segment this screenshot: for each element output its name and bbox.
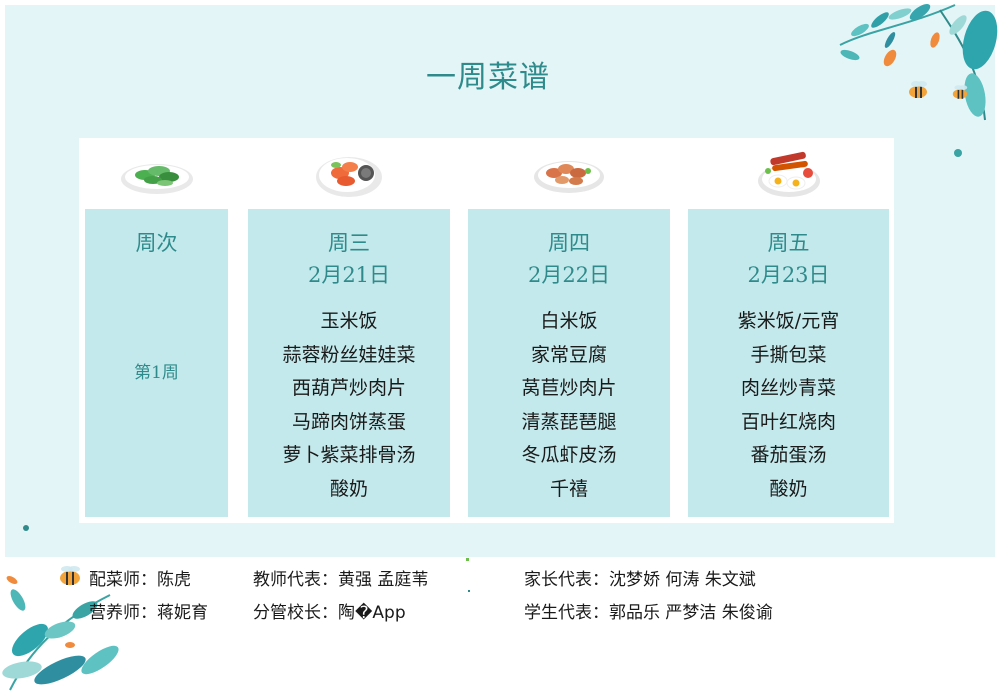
menu-item: 莴苣炒肉片 bbox=[521, 377, 617, 400]
menu-list: 玉米饭 蒜蓉粉丝娃娃菜 西葫芦炒肉片 马蹄肉饼蒸蛋 萝卜紫菜排骨汤 酸奶 bbox=[248, 305, 450, 507]
leaf-decoration-bottom-left bbox=[2, 525, 119, 691]
week-label: 周次 bbox=[135, 231, 178, 255]
menu-item: 番茄蛋汤 bbox=[750, 444, 827, 467]
dish-image-edamame bbox=[85, 138, 228, 208]
day-date: 2月21日 bbox=[307, 263, 391, 287]
dish-image-sausage bbox=[468, 138, 670, 208]
menu-item: 清蒸琵琶腿 bbox=[521, 410, 617, 433]
day-name: 周三 bbox=[328, 231, 370, 255]
footer-nutritionist: 营养师：蒋妮育 bbox=[89, 603, 208, 623]
footer-chef: 配菜师：陈虎 bbox=[89, 570, 191, 590]
day-column-wednesday: 周三 2月21日 玉米饭 蒜蓉粉丝娃娃菜 西葫芦炒肉片 马蹄肉饼蒸蛋 萝卜紫菜排… bbox=[248, 138, 450, 523]
menu-cell-thursday: 周四 2月22日 白米饭 家常豆腐 莴苣炒肉片 清蒸琵琶腿 冬瓜虾皮汤 千禧 bbox=[468, 209, 670, 517]
menu-cell-wednesday: 周三 2月21日 玉米饭 蒜蓉粉丝娃娃菜 西葫芦炒肉片 马蹄肉饼蒸蛋 萝卜紫菜排… bbox=[248, 209, 450, 517]
dish-image-shrimp bbox=[248, 138, 450, 208]
menu-item: 白米饭 bbox=[540, 310, 598, 332]
day-column-friday: 周五 2月23日 紫米饭/元宵 手撕包菜 肉丝炒青菜 百叶红烧肉 番茄蛋汤 酸奶 bbox=[688, 138, 889, 523]
menu-item: 手撕包菜 bbox=[750, 343, 827, 366]
footer-principal: 分管校长：陶�App bbox=[253, 603, 406, 623]
header-column: 周次 第1周 bbox=[85, 138, 228, 523]
menu-item: 百叶红烧肉 bbox=[740, 410, 836, 433]
menu-item: 家常豆腐 bbox=[530, 343, 607, 366]
day-date: 2月23日 bbox=[747, 263, 830, 287]
day-name: 周四 bbox=[548, 231, 590, 255]
menu-item: 酸奶 bbox=[769, 477, 808, 500]
tiny-dot bbox=[468, 590, 470, 592]
menu-item: 萝卜紫菜排骨汤 bbox=[282, 444, 416, 467]
menu-cell-friday: 周五 2月23日 紫米饭/元宵 手撕包菜 肉丝炒青菜 百叶红烧肉 番茄蛋汤 酸奶 bbox=[688, 209, 889, 517]
menu-item: 马蹄肉饼蒸蛋 bbox=[291, 410, 406, 433]
footer-teacher-rep: 教师代表：黄强 孟庭苇 bbox=[253, 570, 429, 590]
footer-student-rep: 学生代表：郭品乐 严梦洁 朱俊谕 bbox=[524, 603, 773, 623]
menu-item: 千禧 bbox=[549, 477, 588, 500]
dish-image-breakfast bbox=[688, 138, 889, 208]
day-name: 周五 bbox=[767, 231, 810, 255]
week-number: 第1周 bbox=[134, 363, 179, 383]
day-date: 2月22日 bbox=[527, 263, 611, 287]
menu-item: 玉米饭 bbox=[320, 310, 378, 332]
header-cell: 周次 第1周 bbox=[85, 209, 228, 517]
tiny-dot bbox=[466, 558, 469, 561]
menu-item: 冬瓜虾皮汤 bbox=[521, 444, 617, 467]
page-title: 一周菜谱 bbox=[426, 60, 550, 95]
footer-parent-rep: 家长代表：沈梦娇 何涛 朱文斌 bbox=[524, 570, 756, 590]
menu-list: 紫米饭/元宵 手撕包菜 肉丝炒青菜 百叶红烧肉 番茄蛋汤 酸奶 bbox=[688, 305, 889, 507]
menu-item: 西葫芦炒肉片 bbox=[291, 377, 406, 400]
day-column-thursday: 周四 2月22日 白米饭 家常豆腐 莴苣炒肉片 清蒸琵琶腿 冬瓜虾皮汤 千禧 bbox=[468, 138, 670, 523]
menu-item: 酸奶 bbox=[329, 477, 368, 500]
menu-item: 肉丝炒青菜 bbox=[740, 377, 836, 400]
menu-item: 紫米饭/元宵 bbox=[737, 310, 840, 332]
menu-table: 周次 第1周 周三 2月21日 玉米饭 蒜蓉粉丝娃 bbox=[79, 138, 894, 523]
menu-list: 白米饭 家常豆腐 莴苣炒肉片 清蒸琵琶腿 冬瓜虾皮汤 千禧 bbox=[468, 305, 670, 507]
menu-item: 蒜蓉粉丝娃娃菜 bbox=[282, 343, 416, 366]
leaf-decoration-top-right bbox=[839, 3, 998, 157]
